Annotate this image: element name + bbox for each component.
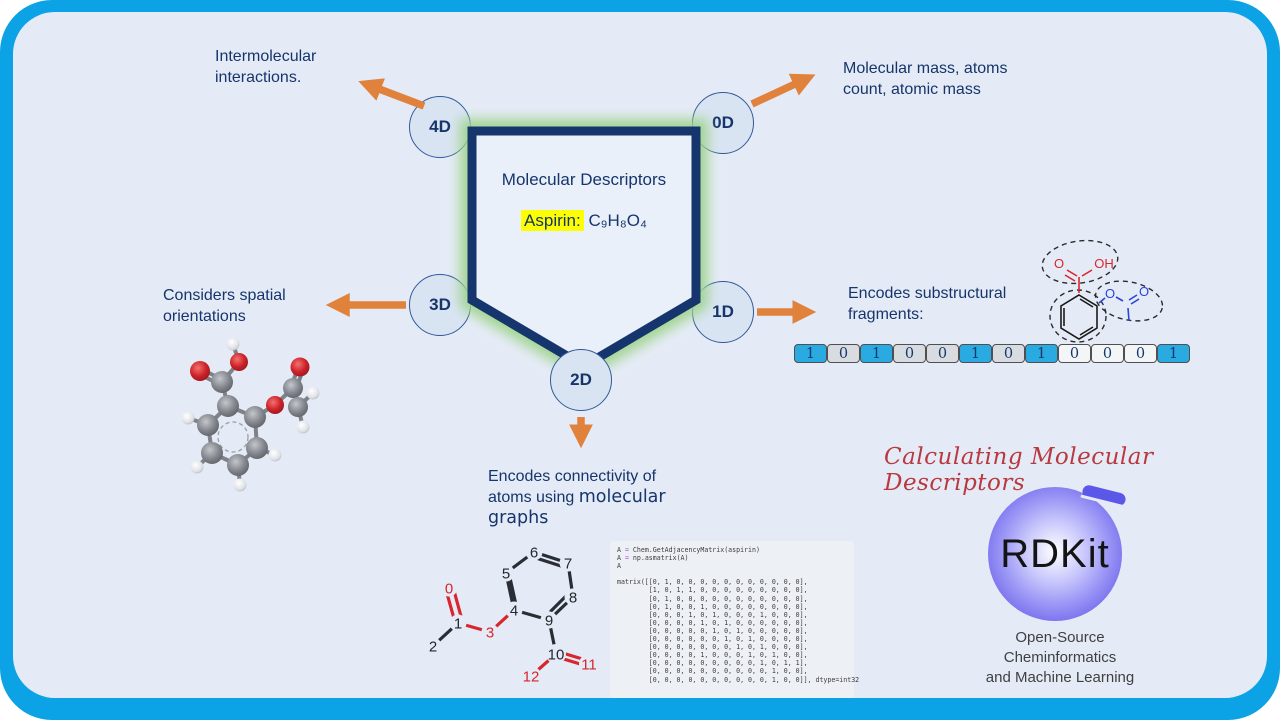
node-3d-label: 3D — [429, 295, 451, 314]
rdkit-caption-line1: Open-Source Cheminformatics — [1003, 629, 1117, 666]
shield-title: Molecular Descriptors — [501, 170, 667, 189]
code-output: matrix([[0, 1, 0, 0, 0, 0, 0, 0, 0, 0, 0… — [617, 578, 860, 684]
label-0d-text: Molecular mass, atoms count, atomic mass — [843, 60, 1008, 98]
annotation-title: Calculating Molecular Descriptors — [884, 444, 1154, 496]
rdkit-logo: RDKit — [988, 487, 1122, 621]
fingerprint-cell: 1 — [860, 344, 893, 363]
fingerprint-cell: 1 — [1157, 344, 1190, 363]
fingerprint-cell: 1 — [1025, 344, 1058, 363]
node-0d-label: 0D — [712, 113, 734, 132]
aspirin-highlight: Aspirin: — [521, 210, 584, 231]
code-input: A = Chem.GetAdjacencyMatrix(aspirin) A =… — [617, 546, 760, 571]
fingerprint-cell: 0 — [1124, 344, 1157, 363]
node-2d: 2D — [550, 349, 612, 411]
label-1d-text: Encodes substructural fragments: — [848, 285, 1007, 323]
fingerprint-cell: 0 — [827, 344, 860, 363]
node-4d-label: 4D — [429, 117, 451, 136]
fingerprint-cell: 0 — [926, 344, 959, 363]
label-2d-text: Encodes connectivity of atoms using mole… — [488, 466, 678, 529]
label-2d-text-prefix: Encodes connectivity of atoms using — [488, 468, 657, 506]
fingerprint-cell: 1 — [959, 344, 992, 363]
label-3d-text: Considers spatial orientations — [163, 287, 286, 325]
fingerprint-cell: 0 — [1091, 344, 1124, 363]
label-2d-text-emphasis: molecular graphs — [488, 487, 666, 528]
fingerprint-cell: 1 — [794, 344, 827, 363]
node-4d: 4D — [409, 96, 471, 158]
shield-formula: Aspirin: C₉H₈O₄ — [474, 210, 694, 231]
fingerprint-cell: 0 — [893, 344, 926, 363]
aspirin-formula: C₉H₈O₄ — [588, 211, 647, 230]
rdkit-logo-text: RDKit — [1000, 531, 1110, 576]
fingerprint-cell: 0 — [1058, 344, 1091, 363]
shield-text: Molecular Descriptors Aspirin: C₉H₈O₄ — [474, 170, 694, 231]
rdkit-caption: Open-Source Cheminformatics and Machine … — [958, 628, 1162, 688]
fingerprint-cell: 0 — [992, 344, 1025, 363]
node-1d-label: 1D — [712, 302, 734, 321]
node-0d: 0D — [692, 92, 754, 154]
node-3d: 3D — [409, 274, 471, 336]
code-block: A = Chem.GetAdjacencyMatrix(aspirin) A =… — [610, 541, 860, 698]
node-2d-label: 2D — [570, 370, 592, 389]
node-1d: 1D — [692, 281, 754, 343]
rdkit-caption-line2: and Machine Learning — [985, 669, 1135, 686]
label-4d-text: Intermolecular interactions. — [215, 48, 317, 86]
